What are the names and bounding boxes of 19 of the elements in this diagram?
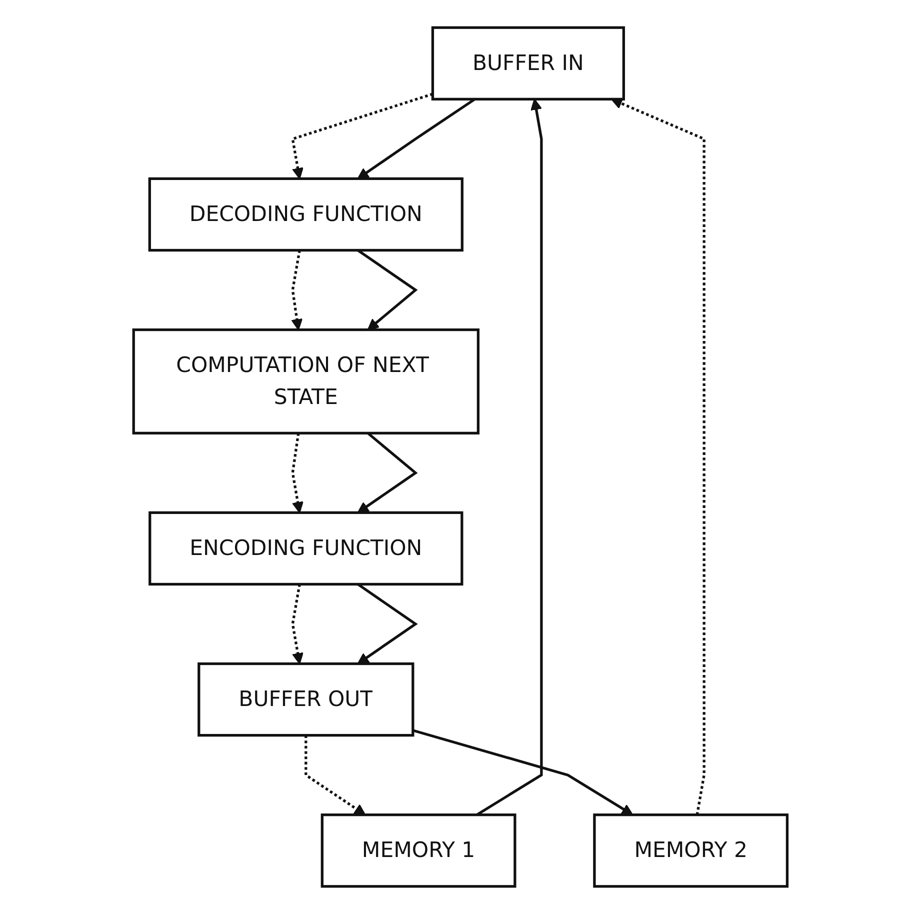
arrow xyxy=(290,250,302,330)
node-box: BUFFER OUT xyxy=(197,662,414,737)
arrow xyxy=(610,98,705,816)
arrow xyxy=(290,432,304,514)
node-box: MEMORY 2 xyxy=(592,814,788,888)
arrow xyxy=(290,584,304,664)
arrow xyxy=(412,729,633,816)
arrow xyxy=(356,249,418,330)
arrow xyxy=(356,432,418,514)
arrow xyxy=(290,92,433,180)
node-box: DECODING FUNCTION xyxy=(148,177,464,252)
arrow xyxy=(304,735,366,816)
node-box: ENCODING FUNCTION xyxy=(148,511,463,586)
arrow xyxy=(476,98,542,816)
arrow xyxy=(356,583,418,664)
node-box: BUFFER IN xyxy=(430,26,625,100)
arrow xyxy=(356,98,476,180)
node-box: COMPUTATION OF NEXT STATE xyxy=(132,328,480,434)
node-box: MEMORY 1 xyxy=(320,814,516,888)
